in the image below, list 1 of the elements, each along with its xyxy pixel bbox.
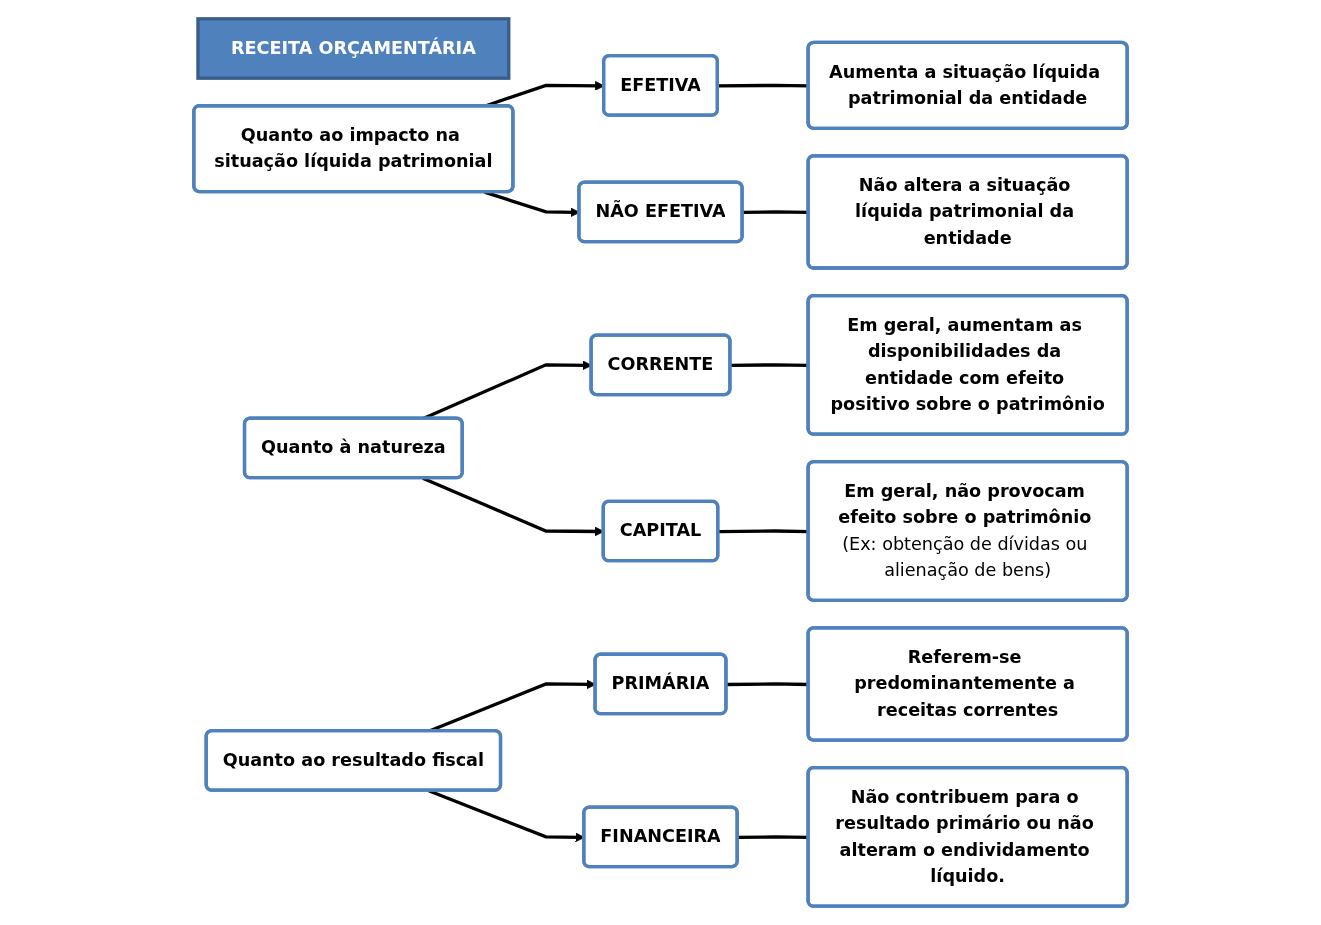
node-box: RECEITA ORÇAMENTÁRIA — [196, 17, 511, 80]
